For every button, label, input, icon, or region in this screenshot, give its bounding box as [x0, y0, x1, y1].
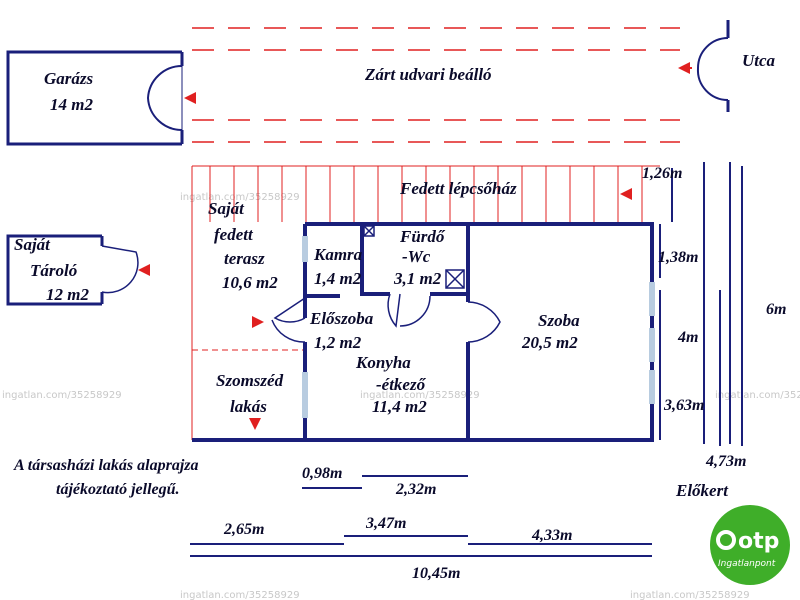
otp-logo: otp Ingatlanpont — [710, 505, 790, 585]
dim-126: 1,26m — [642, 165, 682, 182]
dim-4: 4m — [677, 329, 698, 346]
bath-label-1: Fürdő — [399, 227, 446, 246]
hall-label: Előszoba — [309, 309, 374, 328]
bath-size: 3,1 m2 — [393, 269, 442, 288]
stairwell-label: Fedett lépcsőház — [399, 179, 517, 198]
terrace-size: 10,6 m2 — [222, 273, 278, 292]
garage — [6, 50, 184, 146]
neighbor-label-2: lakás — [230, 397, 267, 416]
dim-1045: 10,45m — [412, 565, 460, 582]
front-garden-label: Előkert — [675, 481, 729, 500]
storage-size: 12 m2 — [46, 285, 89, 304]
logo-sub: Ingatlanpont — [718, 559, 776, 569]
garage-label: Garázs — [44, 69, 94, 88]
dimension-labels: 1,26m 1,38m 6m 4m 3,63m 4,73m 0,98m 2,32… — [223, 165, 786, 582]
watermark: ingatlan.com/35258929 — [630, 590, 750, 600]
storage-label-2: Tároló — [30, 261, 77, 280]
dim-6: 6m — [766, 301, 786, 318]
street-label: Utca — [742, 51, 776, 70]
windows — [302, 236, 655, 418]
dim-098: 0,98m — [302, 465, 342, 482]
neighbor-label-1: Szomszéd — [216, 371, 284, 390]
watermark: ingatlan.com/35258929 — [180, 192, 300, 203]
terrace-label-2: fedett — [214, 225, 254, 244]
stairwell — [191, 165, 660, 440]
logo-brand: otp — [738, 529, 779, 554]
dim-433: 4,33m — [531, 527, 572, 544]
garage-size: 14 m2 — [50, 95, 93, 114]
dim-473: 4,73m — [705, 453, 746, 470]
dim-265: 2,65m — [223, 521, 264, 538]
street-gate — [696, 20, 730, 112]
kitchen-label-1: Konyha — [355, 353, 411, 372]
kitchen-label-2: -étkező — [376, 375, 427, 394]
watermark: ingatlan.com/35258929 — [715, 390, 800, 401]
terrace-label-3: terasz — [224, 249, 265, 268]
storage-label-1: Saját — [14, 235, 51, 254]
courtyard-markings — [192, 27, 680, 143]
courtyard-label: Zárt udvari beálló — [364, 65, 492, 84]
dim-138: 1,38m — [658, 249, 698, 266]
bath-label-2: -Wc — [402, 247, 431, 266]
dim-363: 3,63m — [663, 397, 704, 414]
pantry-label: Kamra — [313, 245, 363, 264]
pantry-size: 1,4 m2 — [314, 269, 362, 288]
note-line-1: A társasházi lakás alaprajza — [13, 457, 199, 474]
dim-347: 3,47m — [365, 515, 406, 532]
kitchen-size: 11,4 m2 — [372, 397, 427, 416]
terrace-label-1: Saját — [208, 199, 245, 218]
watermark: ingatlan.com/35258929 — [180, 590, 300, 600]
dimension-lines — [190, 162, 743, 557]
doors — [271, 293, 501, 343]
storage — [6, 234, 139, 306]
dim-232: 2,32m — [395, 481, 436, 498]
note-line-2: tájékoztató jellegű. — [56, 481, 180, 498]
room-label: Szoba — [538, 311, 580, 330]
bathroom-fixtures — [363, 225, 465, 289]
room-size: 20,5 m2 — [521, 333, 578, 352]
watermarks: ingatlan.com/35258929 ingatlan.com/35258… — [2, 192, 800, 600]
labels: Garázs 14 m2 Zárt udvari beálló Utca Fed… — [13, 51, 776, 500]
hall-size: 1,2 m2 — [314, 333, 362, 352]
entry-arrows — [138, 62, 692, 430]
watermark: ingatlan.com/35258929 — [2, 390, 122, 401]
watermark: ingatlan.com/35258929 — [360, 390, 480, 401]
